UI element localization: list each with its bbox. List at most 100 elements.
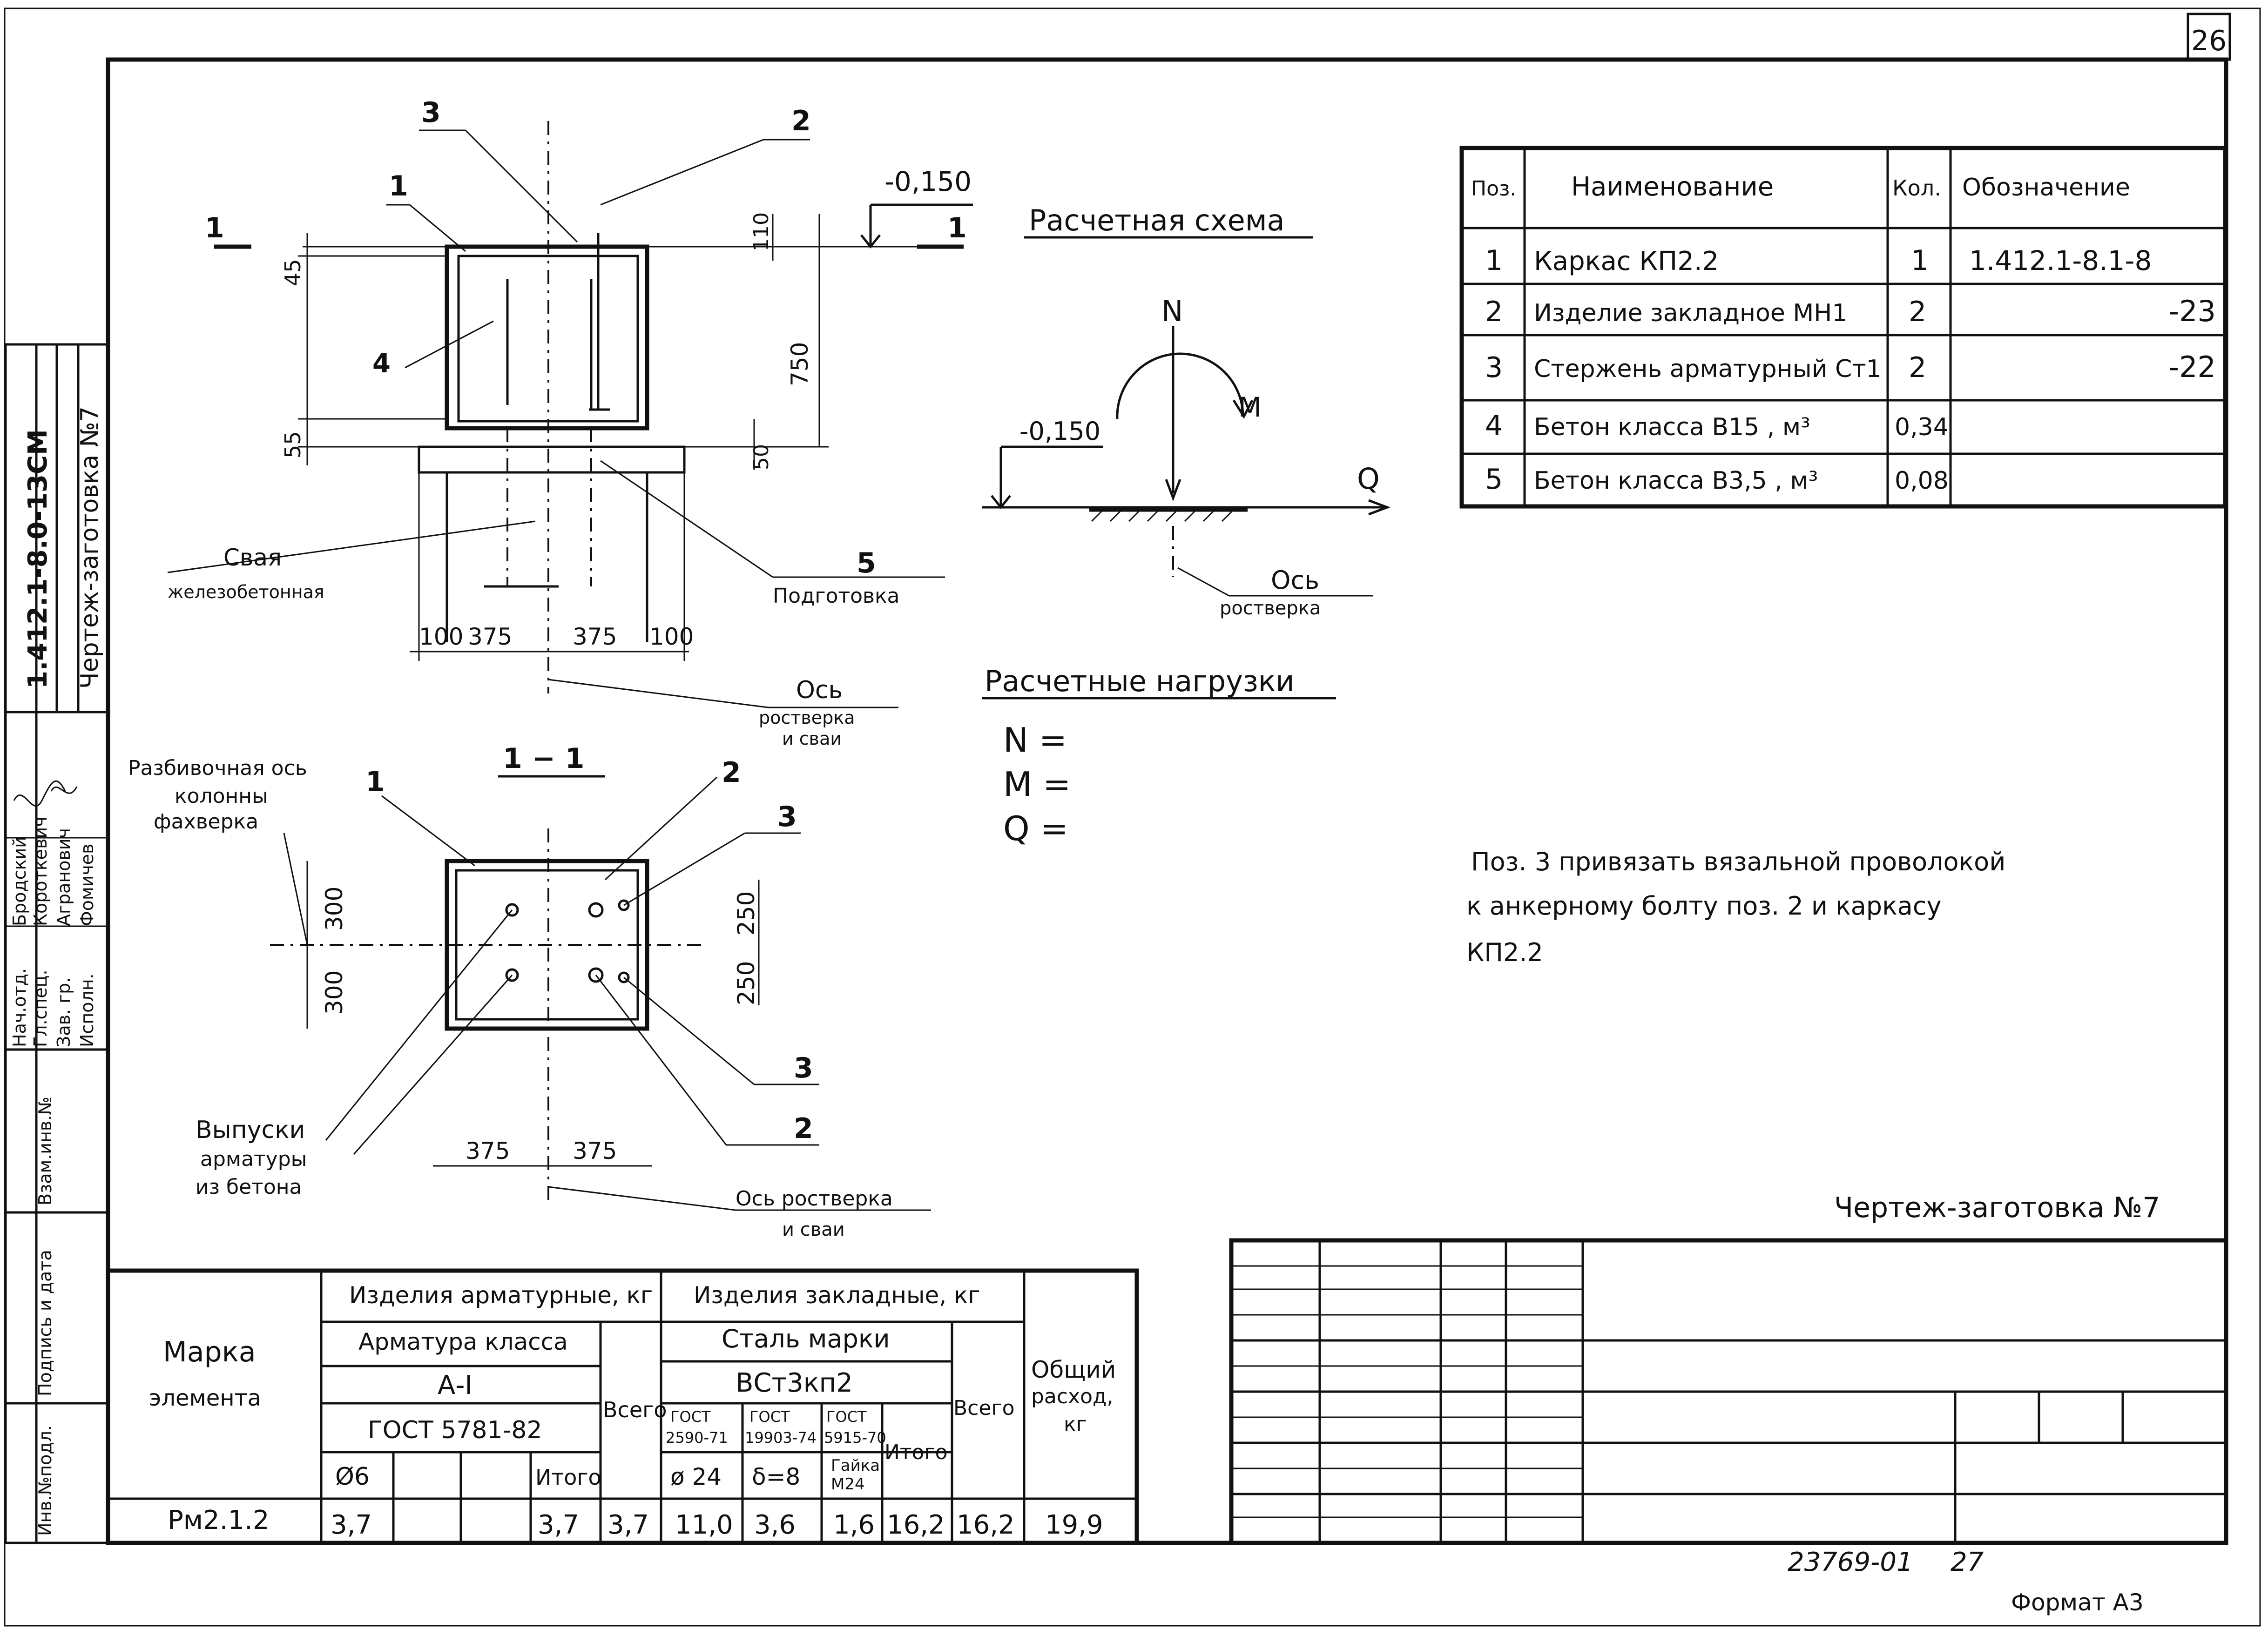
rebar-itogo: Итого	[535, 1465, 601, 1490]
spec-header-designation: Обозначение	[1962, 174, 2130, 202]
rebar-gost: ГОСТ 5781-82	[368, 1416, 542, 1444]
spec-row-1: 1 Каркас КП2.2 1 1.412.1-8.1-8	[1485, 244, 2152, 277]
calc-scheme-title: Расчетная схема	[1029, 203, 1285, 237]
loads-title: Расчетные нагрузки	[985, 664, 1295, 698]
spec-r1-pos: 1	[1485, 244, 1503, 277]
spec-row-4: 4 Бетон класса В15 , м³ 0,34	[1485, 410, 1949, 442]
total-header-2: расход,	[1031, 1385, 1113, 1408]
pos-4-label: 4	[372, 349, 391, 379]
rebar-grade: А-I	[438, 1370, 472, 1400]
rebar-group-header: Изделия арматурные, кг	[349, 1282, 653, 1309]
rebar-label-1: Выпуски	[196, 1116, 305, 1144]
embed-itogo: Итого	[884, 1441, 948, 1464]
name-2: Короткевич	[30, 816, 51, 926]
section-title: 1 − 1	[503, 742, 585, 775]
spec-r2-name: Изделие закладное МН1	[1534, 299, 1847, 327]
row-d24: 11,0	[675, 1510, 733, 1540]
embed-vsego: Всего	[953, 1396, 1014, 1420]
row-embed-itogo: 16,2	[887, 1510, 945, 1540]
load-M: M =	[1003, 765, 1071, 804]
embed-d8: δ=8	[752, 1463, 800, 1490]
rebar-vsego: Всего	[603, 1397, 667, 1422]
row-embed-vsego: 16,2	[957, 1510, 1015, 1540]
dim-750: 750	[786, 342, 813, 386]
consumption-row: Рм2.1.2 3,7 3,7 3,7 11,0 3,6 1,6 16,2 16…	[168, 1505, 1103, 1540]
pos-3-label: 3	[421, 96, 441, 129]
doc-code: 1.412.1-8.0-13СМ	[23, 429, 53, 689]
dim-left-300-bottom: 300	[321, 970, 348, 1015]
gost3-a: ГОСТ	[826, 1408, 867, 1426]
moment-M-label: M	[1238, 391, 1262, 423]
rebar-class-header: Арматура класса	[358, 1328, 568, 1355]
pos-5-label: 5	[857, 547, 876, 579]
mark-header-2: элемента	[149, 1385, 261, 1411]
spec-r4-qty: 0,34	[1895, 413, 1949, 441]
calc-level-mark: -0,150	[1019, 417, 1100, 446]
inner-frame	[106, 57, 2228, 1545]
dim-bottom-375-right: 375	[573, 1138, 617, 1165]
spec-row-2: 2 Изделие закладное МН1 2 -23	[1485, 294, 2216, 328]
format-label: Формат А3	[2011, 1589, 2144, 1616]
spec-header-pos: Поз.	[1471, 177, 1516, 201]
rebar-label-3: из бетона	[196, 1175, 302, 1199]
spec-r4-pos: 4	[1485, 410, 1503, 442]
spec-r2-code: -23	[2169, 294, 2216, 328]
spec-header-qty: Кол.	[1892, 175, 1941, 201]
total-header-1: Общий	[1031, 1356, 1116, 1383]
pile-label-2: железобетонная	[168, 582, 324, 602]
spec-r3-qty: 2	[1909, 351, 1926, 384]
gost2-a: ГОСТ	[749, 1408, 790, 1426]
axis-label-1: Ось	[796, 676, 843, 704]
sec-axis-label-1: Ось ростверка	[736, 1187, 893, 1211]
spec-r3-code: -22	[2169, 350, 2216, 384]
title-stamp: Чертеж-заготовка №7	[1229, 1191, 2228, 1545]
dim-h-100-right: 100	[649, 623, 694, 650]
sec-pos-3-bottom-label: 3	[794, 1052, 813, 1084]
embed-nut-b: М24	[831, 1475, 865, 1494]
note-line-2: к анкерному болту поз. 2 и каркасу	[1466, 891, 1941, 921]
sec-axis-label-2: и сваи	[782, 1219, 845, 1240]
spec-row-3: 3 Стержень арматурный Ст1 2 -22	[1485, 350, 2216, 384]
gost2-b: 19903-74	[745, 1429, 817, 1447]
dim-h-100-left: 100	[419, 623, 463, 650]
role-4: Исполн.	[77, 973, 97, 1047]
spec-r5-qty: 0,08	[1895, 467, 1949, 495]
section-mark-left: 1	[205, 212, 224, 244]
footer-page: 27	[1951, 1547, 1984, 1577]
steel-header: Сталь марки	[722, 1324, 890, 1353]
mark-header-1: Марка	[163, 1336, 256, 1368]
side-title-block: 1.412.1-8.0-13СМ Чертеж-заготовка №7 Нач…	[4, 343, 109, 1544]
consumption-table: Марка элемента Изделия арматурные, кг Ар…	[106, 1268, 1139, 1545]
doc-title: Чертеж-заготовка №7	[76, 406, 104, 689]
rebar-d6: Ø6	[335, 1463, 370, 1491]
prep-label: Подготовка	[773, 584, 900, 608]
pos-2-label: 2	[791, 105, 811, 137]
pile-label-1: Свая	[223, 544, 282, 571]
spec-r4-name: Бетон класса В15 , м³	[1534, 413, 1810, 441]
field-replace-inv: Взам.инв.№	[35, 1097, 55, 1205]
axis-label-3: и сваи	[782, 728, 842, 749]
force-Q-label: Q	[1357, 462, 1380, 496]
force-N-label: N	[1161, 294, 1183, 328]
name-4: Фомичев	[77, 843, 97, 926]
dim-55: 55	[280, 431, 305, 458]
dim-h-375-left: 375	[468, 623, 512, 650]
dim-45: 45	[280, 259, 305, 286]
grid-axis-label-3: фахверка	[154, 810, 258, 834]
dim-right-250-top: 250	[733, 891, 760, 936]
calc-scheme: Расчетная схема N M Q -0,150 Ось роствер…	[982, 203, 1391, 619]
gost3-b: 5915-70	[824, 1429, 886, 1447]
field-signature-date: Подпись и дата	[35, 1250, 55, 1396]
row-nut: 1,6	[833, 1510, 875, 1540]
steel-grade: ВСт3кп2	[736, 1368, 853, 1398]
pos-1-label: 1	[389, 170, 408, 202]
sec-pos-2-bottom-label: 2	[794, 1112, 813, 1145]
gost1-a: ГОСТ	[670, 1408, 711, 1426]
dim-110: 110	[749, 212, 773, 251]
gost1-b: 2590-71	[666, 1429, 728, 1447]
row-d6: 3,7	[331, 1510, 372, 1540]
spec-r5-name: Бетон класса В3,5 , м³	[1534, 467, 1818, 495]
axis-label-2: ростверка	[759, 707, 855, 728]
